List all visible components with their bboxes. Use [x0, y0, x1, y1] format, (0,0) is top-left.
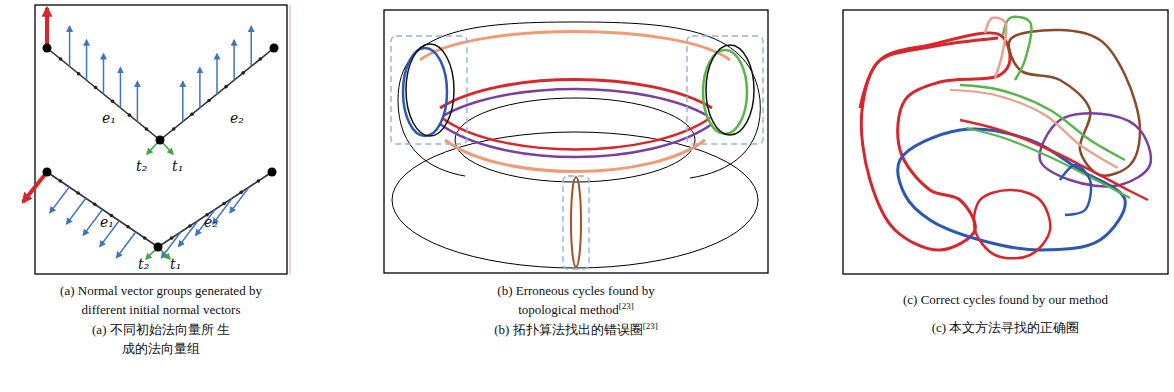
panel-caption: (a) 不同初始法向量所 生成的法向量组: [86, 320, 236, 358]
vector-label: e₂: [230, 110, 244, 126]
panel-caption: (b) Erroneous cycles found by topologica…: [476, 281, 676, 319]
vector-label: t₁: [172, 158, 183, 174]
vector-label: t₂: [138, 256, 149, 272]
cycle-set: [860, 17, 1151, 258]
edge-pair: [43, 8, 279, 154]
panel-frame: [843, 10, 1168, 274]
torus-surface: [391, 22, 763, 269]
frame-edge: [290, 5, 291, 274]
panel-caption: (a) Normal vector groups generated by di…: [52, 281, 270, 319]
figure-panel: (a) Normal vector groups generated by di…: [35, 0, 287, 392]
figure-panel: (b) Erroneous cycles found by topologica…: [384, 0, 768, 392]
vector-label: t₂: [136, 158, 147, 174]
vector-label: e₂: [204, 214, 218, 230]
vector-label: t₁: [170, 256, 181, 272]
panel-frame: [384, 10, 768, 273]
figure-panel: (c) Correct cycles found by our method (c…: [843, 0, 1168, 392]
vector-label: e₁: [102, 110, 116, 126]
panel-caption: (c) 本文方法寻找的正确圈: [856, 318, 1156, 337]
vector-label: e₁: [100, 214, 114, 230]
panel-caption: (b) 拓扑算法找出的错误圈[23]: [426, 320, 726, 339]
panel-caption: (c) Correct cycles found by our method: [846, 290, 1166, 309]
highlight-box: [563, 176, 589, 269]
edge-pair: [23, 168, 277, 260]
highlight-box: [687, 36, 763, 144]
highlight-box: [391, 36, 467, 144]
panel-frame: [35, 5, 287, 274]
artwork: [23, 5, 1168, 274]
